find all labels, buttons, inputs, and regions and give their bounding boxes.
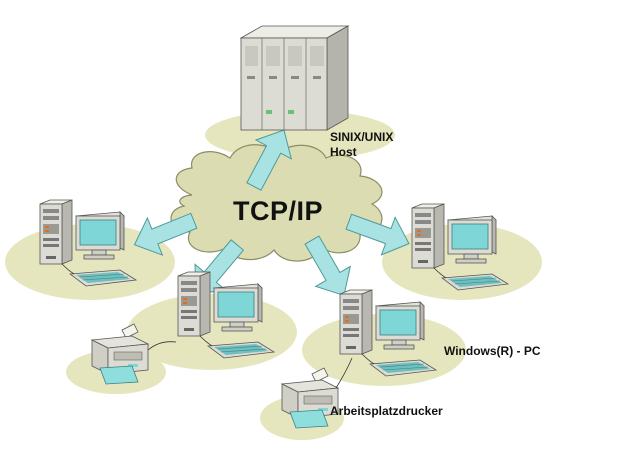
printer-cable-bottom	[335, 357, 353, 389]
printer-cable-left	[147, 341, 177, 351]
tcp-ip-label: TCP/IP	[232, 196, 323, 226]
pc-label: Windows(R) - PC	[444, 344, 541, 358]
host-server-icon	[239, 25, 350, 131]
host-label-line1: SINIX/UNIX	[330, 130, 394, 144]
host-label-line2: Host	[330, 145, 357, 159]
host-label: SINIX/UNIX Host	[330, 130, 393, 160]
printer-label: Arbeitsplatzdrucker	[330, 404, 443, 418]
